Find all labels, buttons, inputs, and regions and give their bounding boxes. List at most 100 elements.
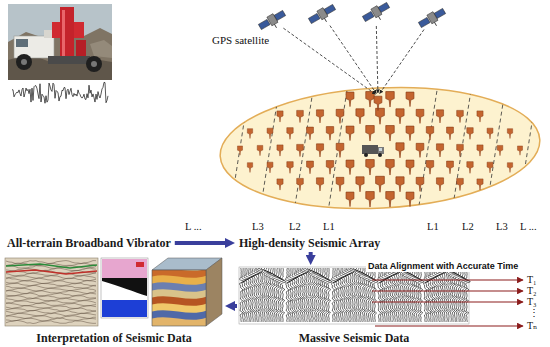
gps-satellite-icon: [418, 17, 430, 27]
seismic-trace: [391, 268, 396, 322]
vibrator-photo: [48, 56, 90, 64]
geophone-symbol: [406, 92, 414, 107]
geologic-cube: [152, 270, 206, 326]
seismic-trace: [256, 268, 261, 322]
seismic-section: [6, 270, 97, 274]
seismic-section: [6, 303, 96, 306]
seismic-array-field: [217, 80, 543, 217]
geophone-symbol: [416, 177, 424, 191]
geophone-symbol: [366, 92, 374, 107]
seismic-trace: [257, 268, 262, 322]
seismic-section: [6, 286, 96, 289]
geophone-symbol: [346, 160, 354, 175]
geophone-symbol: [457, 144, 464, 156]
seismic-trace: [293, 268, 298, 322]
geophone-symbol: [376, 108, 385, 124]
seismic-trace: [344, 268, 349, 322]
geophone-symbol: [316, 144, 323, 157]
gps-satellite-icon: [362, 11, 374, 21]
geophone-symbol: [477, 111, 483, 122]
gps-satellite-icon: [257, 1, 448, 35]
geophone-symbol: [406, 192, 414, 207]
geophone-symbol: [396, 177, 404, 192]
gps-satellite-icon: [267, 14, 278, 26]
gps-satellite-icon: [325, 18, 327, 21]
seismic-section: [5, 258, 98, 326]
seismic-array-field: [217, 80, 543, 217]
time-label: T₂: [527, 285, 537, 296]
seismic-trace: [339, 268, 344, 322]
geophone-symbol: [277, 179, 283, 190]
seismic-trace: [374, 268, 378, 322]
geophone-symbol: [326, 127, 333, 141]
seismic-trace: [419, 268, 424, 322]
geophone-symbol: [416, 143, 424, 157]
geophone-symbol: [277, 145, 283, 156]
geophone-symbol: [247, 163, 252, 173]
seismic-section: [6, 306, 96, 309]
vibrator-photo: [16, 39, 28, 47]
line-label: L1: [323, 221, 335, 233]
seismic-section: [6, 313, 96, 316]
seismic-trace: [462, 268, 467, 322]
geophone-symbol: [477, 179, 483, 190]
geophone-symbol: [297, 144, 304, 156]
vibrator-photo: [60, 7, 74, 59]
seismic-section: [6, 283, 96, 286]
geophone-symbol: [336, 109, 344, 123]
gps-satellite-icon: [257, 9, 288, 35]
seismic-section: [6, 293, 96, 296]
array-caption: High-density Seismic Array: [236, 235, 383, 251]
seismic-trace: [323, 268, 328, 322]
geologic-cube: [206, 258, 222, 326]
line-label: L ...: [185, 221, 202, 233]
line-label: L ...: [520, 221, 537, 233]
geophone-symbol: [277, 111, 283, 122]
geophone-symbol: [346, 192, 354, 207]
vibrator-photo: [44, 30, 52, 38]
seismic-trace: [337, 268, 342, 322]
recording-truck: [378, 147, 384, 154]
geophone-symbol: [287, 162, 293, 174]
gps-satellite-icon: [427, 12, 438, 24]
seismic-section: [6, 261, 97, 324]
gps-satellite-icon: [417, 7, 448, 33]
receiver-line: [230, 84, 538, 212]
geophone-symbol: [307, 161, 314, 174]
seismic-section: [6, 310, 96, 313]
satellite-label: GPS satellite: [212, 34, 269, 46]
time-alignment-line: [372, 279, 523, 280]
geophone-symbol: [366, 126, 374, 141]
line-label: L2: [289, 221, 301, 233]
seismic-section: [6, 261, 96, 264]
geophone-symbol: [316, 178, 323, 191]
geophone-symbol: [297, 110, 304, 122]
vibrator-photo: [8, 4, 112, 80]
recording-truck: [362, 145, 378, 154]
attribute-panel: [102, 300, 147, 317]
geophone-symbol: [507, 129, 512, 139]
geophone-symbol: [386, 192, 394, 207]
vibrator-photo: [62, 10, 65, 56]
seismic-section: [6, 264, 97, 268]
geophone-symbol: [237, 92, 522, 207]
geophone-symbol: [457, 110, 464, 122]
geophone-symbol: [457, 178, 464, 190]
geophone-symbol: [386, 160, 394, 175]
line-label: L2: [462, 221, 474, 233]
gps-signal-line: [376, 26, 378, 93]
source-caption: All-terrain Broadband Vibrator: [4, 235, 174, 251]
receiver-line: [328, 84, 348, 212]
seismic-section: [6, 268, 96, 271]
seismic-section: [6, 291, 96, 294]
seismic-gathers: [239, 267, 469, 324]
vibrator-photo: [8, 4, 112, 80]
geophone-symbol: [487, 162, 493, 173]
geophone-symbol: [336, 143, 344, 157]
gps-satellite-icon: [435, 22, 437, 25]
geophone-symbol: [356, 109, 364, 124]
geophone-symbol: [376, 176, 385, 192]
seismic-trace: [281, 268, 286, 322]
attribute-panel: [102, 278, 147, 296]
